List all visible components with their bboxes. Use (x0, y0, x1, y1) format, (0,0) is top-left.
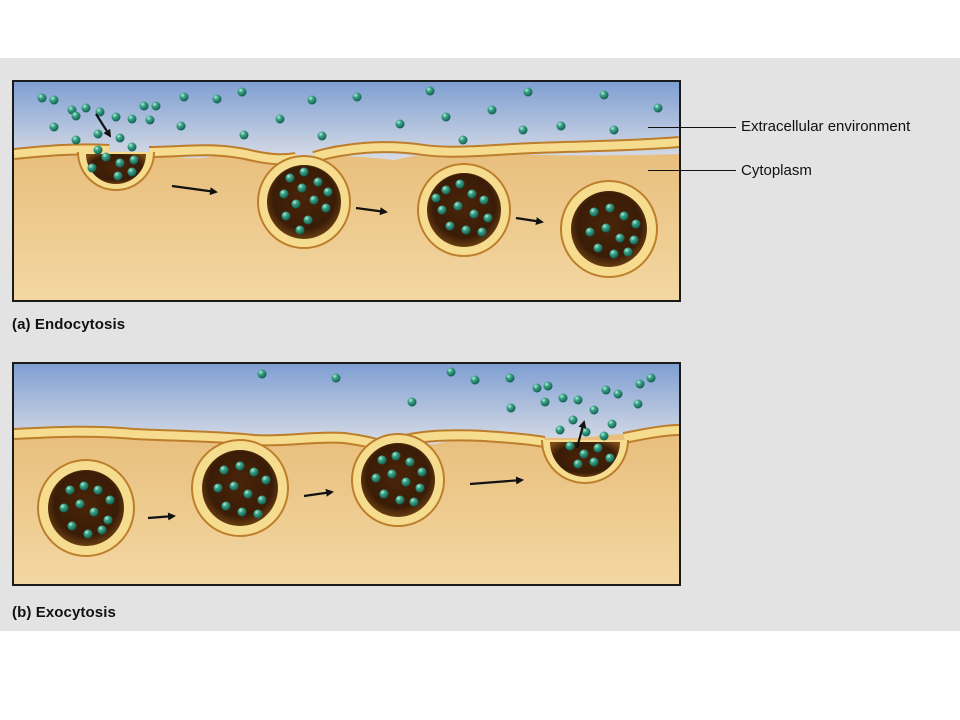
extracellular-region (14, 364, 679, 445)
exocytosis-panel (12, 362, 681, 586)
endocytosis-caption: (a) Endocytosis (12, 316, 126, 333)
particle-icon (37, 86, 663, 259)
exocytosis-caption: (b) Exocytosis (12, 604, 116, 621)
cytoplasm-label: Cytoplasm (741, 162, 812, 179)
endocytosis-illustration (14, 82, 679, 300)
particle-icon (59, 367, 656, 539)
extracellular-leader-line (648, 127, 736, 128)
extracellular-label: Extracellular environment (741, 118, 911, 135)
exocytosis-illustration (14, 364, 679, 584)
extracellular-region (14, 82, 679, 160)
endocytosis-panel (12, 80, 681, 302)
arrow-icon (95, 113, 544, 226)
arrow-icon (147, 420, 587, 521)
cytoplasm-leader-line (648, 170, 736, 171)
